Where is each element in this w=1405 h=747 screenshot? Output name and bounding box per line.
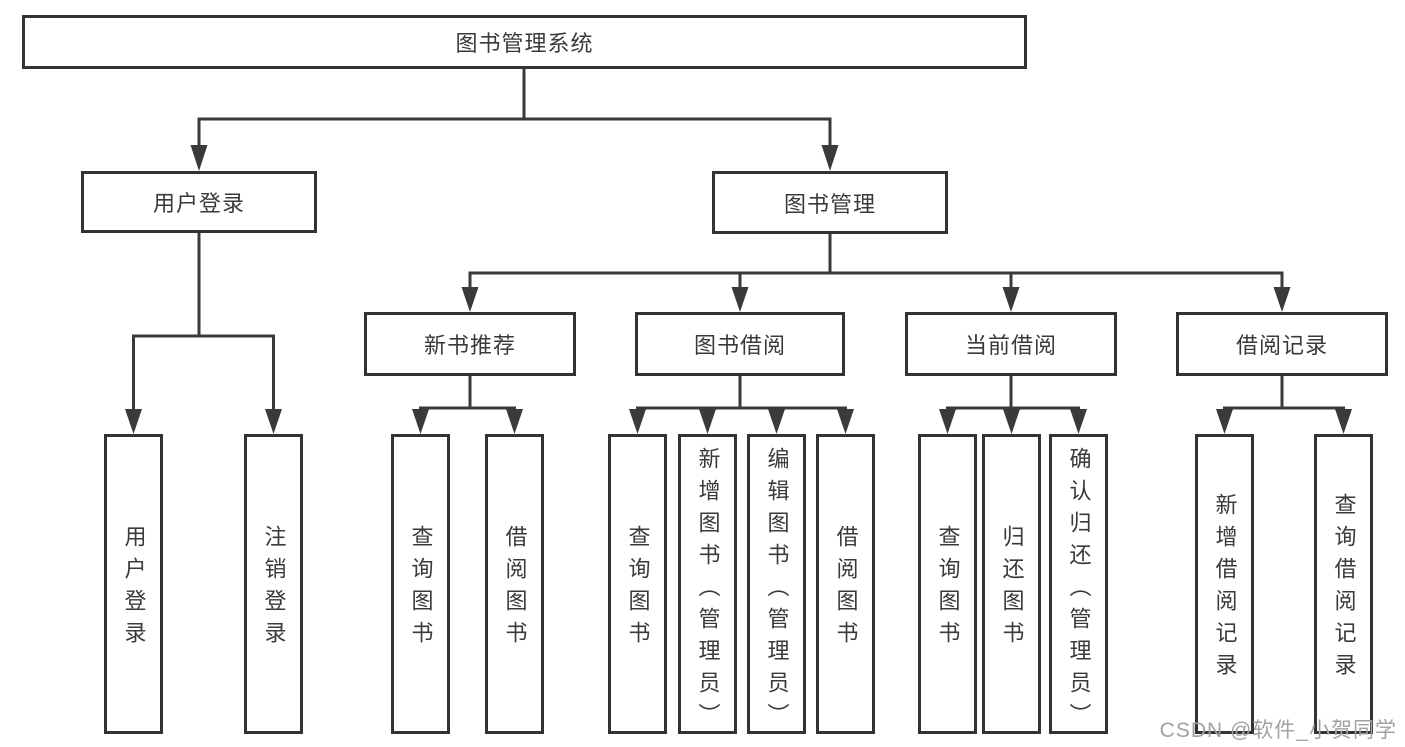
node-new-book-recommend: 新书推荐 bbox=[364, 312, 576, 376]
leaf-current-return-book: 归还图书 bbox=[982, 434, 1041, 734]
leaf-borrow-edit-book: 编辑图书（管理员） bbox=[747, 434, 806, 735]
leaf-recommend-query-book: 查询图书 bbox=[391, 434, 450, 734]
leaf-borrow-query-book: 查询图书 bbox=[608, 434, 667, 734]
leaf-record-add: 新增借阅记录 bbox=[1195, 434, 1254, 734]
watermark: CSDN @软件_小贺同学 bbox=[1159, 719, 1397, 742]
leaf-current-confirm-return: 确认归还（管理员） bbox=[1049, 434, 1108, 735]
leaf-recommend-borrow-book: 借阅图书 bbox=[485, 434, 544, 734]
leaf-current-query-book: 查询图书 bbox=[918, 434, 977, 734]
leaf-borrow-borrow-book: 借阅图书 bbox=[816, 434, 875, 734]
leaf-user-login: 用户登录 bbox=[104, 434, 163, 734]
node-root: 图书管理系统 bbox=[22, 15, 1027, 69]
node-book-borrow: 图书借阅 bbox=[635, 312, 845, 376]
leaf-record-query: 查询借阅记录 bbox=[1314, 434, 1373, 734]
node-book-management: 图书管理 bbox=[712, 171, 948, 234]
leaf-logout: 注销登录 bbox=[244, 434, 303, 734]
node-current-borrow: 当前借阅 bbox=[905, 312, 1117, 376]
node-user-login: 用户登录 bbox=[81, 171, 317, 233]
leaf-borrow-add-book: 新增图书（管理员） bbox=[678, 434, 737, 735]
node-borrow-record: 借阅记录 bbox=[1176, 312, 1388, 376]
